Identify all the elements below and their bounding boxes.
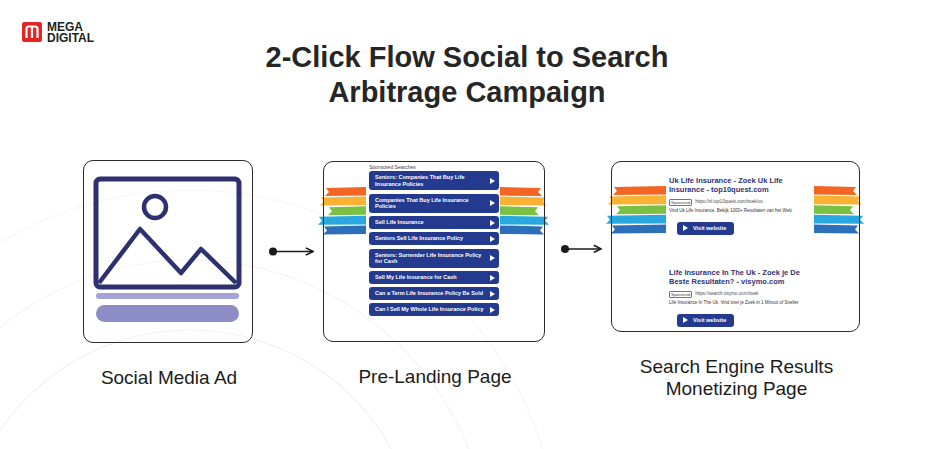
- color-stripe: [608, 196, 666, 205]
- button-bar: [96, 305, 239, 322]
- screen-panel: Visit websiteVisit websiteUk Life Insura…: [611, 161, 860, 332]
- link-button: Sell Life Insurance: [369, 216, 499, 229]
- color-stripe: [500, 206, 539, 215]
- arrow-icon: [490, 291, 495, 297]
- screen-panel: Seniors: Companies That Buy Life Insuran…: [323, 161, 545, 342]
- arrow-icon-shape: [490, 236, 495, 242]
- sponsored-tag: Sponsored: [669, 199, 692, 206]
- link-button: Seniors: Surrender Life Insurance Policy…: [369, 249, 499, 268]
- result-url: https://nl.top10quest.com/zoek/uu: [695, 199, 762, 205]
- link-button: Seniors: Companies That Buy Life Insuran…: [369, 171, 499, 190]
- color-stripe: [814, 186, 857, 195]
- arrow-icon: [490, 275, 495, 281]
- sun-circle: [144, 196, 166, 218]
- arrow-icon: [683, 317, 688, 323]
- result-desc: Life Insurance In The Uk. Vind snel je Z…: [669, 300, 809, 306]
- color-stripe: [814, 205, 854, 214]
- btn-text: Can I Sell My Whole Life Insurance Polic…: [375, 306, 485, 313]
- color-stripes: [318, 186, 864, 234]
- menu-header: Sponsored Searches: [369, 164, 416, 170]
- color-stripe: [500, 197, 547, 206]
- caption: Search Engine Results Monetizing Page: [617, 356, 857, 400]
- btn-text: Companies That Buy Life Insurance Polici…: [375, 197, 485, 210]
- arrow-icon-shape: [683, 317, 688, 323]
- arrow-icon: [490, 200, 495, 206]
- link-button: Sell My Life Insurance for Cash: [369, 271, 499, 284]
- color-stripe: [500, 216, 549, 225]
- logo-square: [22, 22, 42, 42]
- btn-text: Sell My Life Insurance for Cash: [375, 274, 485, 281]
- background-arc: [0, 330, 420, 449]
- color-stripe: [500, 187, 542, 196]
- diagram-title: 2-Click Flow Social to Search Arbitrage …: [217, 40, 717, 110]
- caption: Pre-Landing Page: [315, 366, 555, 388]
- background-arc: [0, 190, 560, 449]
- visit-button: Visit website: [677, 314, 734, 327]
- color-stripe: [500, 225, 544, 234]
- logo-text: DIGITAL: [47, 32, 94, 44]
- flow-arrow: [565, 248, 601, 250]
- logo-icon: [22, 22, 42, 42]
- btn-text: Seniors: Companies That Buy Life Insuran…: [375, 174, 485, 187]
- result-title: Uk Life Insurance - Zoek Uk Life Insuran…: [669, 176, 809, 194]
- arrow-icon-shape: [490, 291, 495, 297]
- color-stripe: [323, 225, 366, 234]
- color-stripe: [613, 186, 666, 195]
- btn-text: Visit website: [693, 225, 726, 232]
- btn-text: Seniors Sell Life Insurance Policy: [375, 235, 485, 242]
- logo-glyph: [27, 27, 38, 39]
- btn-text: Sell Life Insurance: [375, 219, 485, 226]
- color-stripe: [325, 187, 366, 196]
- color-stripe: [320, 197, 366, 206]
- color-stripe: [814, 196, 862, 205]
- color-stripe: [616, 205, 666, 214]
- result-desc: Vind Uk Life Insurance. Bekijk 1000+ Res…: [669, 208, 809, 214]
- picture-frame: [96, 179, 239, 287]
- btn-text: Visit website: [693, 317, 726, 324]
- link-button: Can I Sell My Whole Life Insurance Polic…: [369, 303, 499, 316]
- link-button: Companies That Buy Life Insurance Polici…: [369, 194, 499, 213]
- btn-text: Can a Term Life Insurance Policy Be Sold: [375, 290, 485, 297]
- color-stripe: [611, 224, 666, 233]
- arrow-icon-shape: [490, 255, 495, 261]
- arrow-icon-shape: [490, 220, 495, 226]
- arrow-icon: [490, 236, 495, 242]
- arrow-icon-shape: [490, 200, 495, 206]
- color-stripe: [814, 215, 864, 224]
- color-stripe: [814, 224, 859, 233]
- color-stripe: [606, 215, 666, 224]
- caption: Social Media Ad: [49, 367, 289, 389]
- btn-text: Seniors: Surrender Life Insurance Policy…: [375, 252, 485, 265]
- arrow-icon: [490, 255, 495, 261]
- flow-connector-group: [269, 248, 313, 256]
- result-title: Life Insurance In The Uk - Zoek je De Be…: [669, 268, 809, 286]
- link-button: Seniors Sell Life Insurance Policy: [369, 232, 499, 245]
- color-stripe: [318, 216, 366, 225]
- visit-button: Visit website: [677, 222, 734, 235]
- flow-arrow: [273, 251, 313, 253]
- sponsored-tag: Sponsored: [669, 291, 692, 298]
- arrow-icon: [490, 178, 495, 184]
- arrow-icon: [490, 307, 495, 313]
- image-placeholder-icon: [96, 179, 239, 322]
- mountain-line: [99, 229, 236, 283]
- start-dot: [269, 248, 277, 256]
- result-url: https://search.visymo.com/zoek: [695, 291, 758, 297]
- arrow-icon: [683, 225, 688, 231]
- arrow-icon-shape: [490, 275, 495, 281]
- flow-connector-group: [561, 245, 601, 253]
- arrow-icon-shape: [490, 178, 495, 184]
- screen-panel: Social Media Ad: [83, 160, 253, 343]
- color-stripe: [328, 206, 366, 215]
- start-dot: [561, 245, 569, 253]
- arrow-icon-shape: [683, 225, 688, 231]
- link-button: Can a Term Life Insurance Policy Be Sold: [369, 287, 499, 300]
- arrow-icon-shape: [490, 307, 495, 313]
- arrow-icon: [490, 220, 495, 226]
- caption-bar: [96, 293, 239, 299]
